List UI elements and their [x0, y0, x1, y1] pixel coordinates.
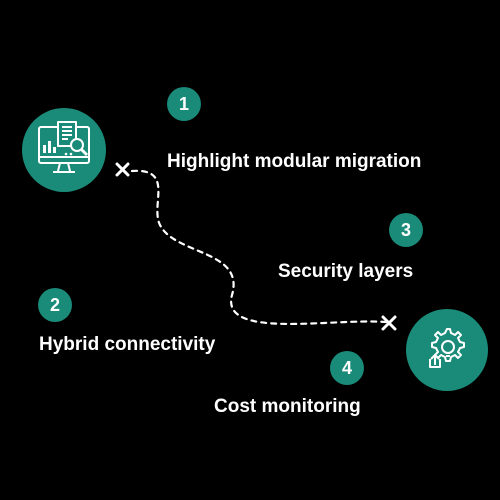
x-marker-icon — [115, 162, 130, 177]
step-3-badge: 3 — [389, 213, 423, 247]
step-2-label: Hybrid connectivity — [39, 334, 216, 355]
step-1-label: Highlight modular migration — [167, 151, 422, 172]
monitor-analytics-icon — [22, 108, 106, 192]
dashed-route-line — [130, 169, 388, 326]
x-marker-icon — [381, 315, 397, 331]
step-2-badge: 2 — [38, 288, 72, 322]
gear-lightbulb-upload-icon — [406, 309, 488, 391]
step-1-badge: 1 — [167, 87, 201, 121]
step-4-badge: 4 — [330, 351, 364, 385]
step-3-label: Security layers — [278, 261, 414, 282]
step-4-label: Cost monitoring — [214, 396, 361, 417]
